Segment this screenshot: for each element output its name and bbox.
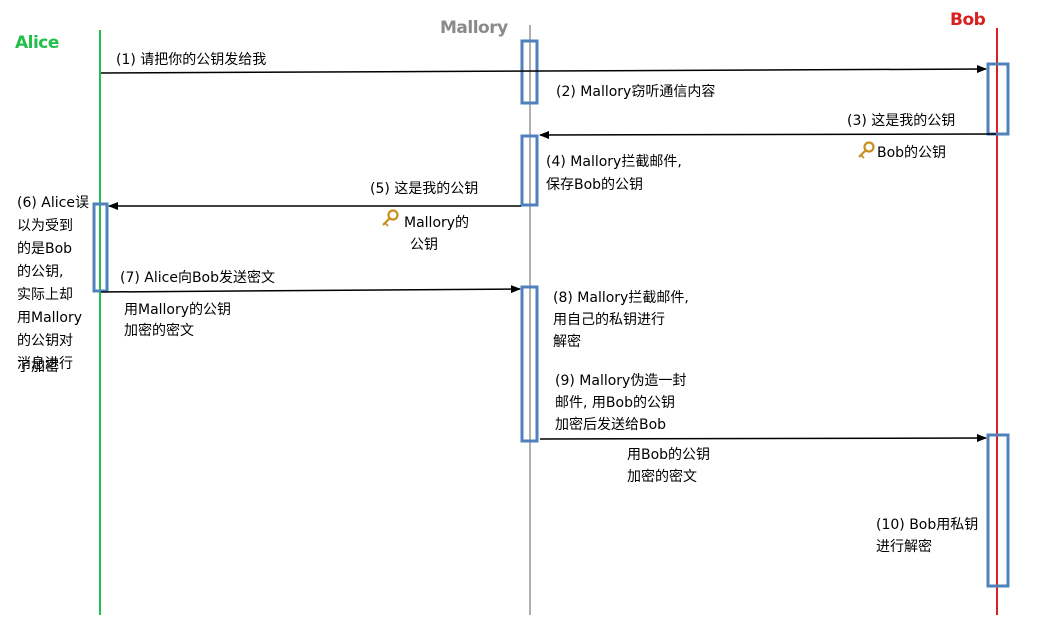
actor-alice-title: Alice — [15, 33, 59, 53]
label-msg-6-line-1: (6) Alice误 — [17, 195, 89, 211]
label-msg-6-line-6: 用Mallory — [17, 310, 82, 326]
label-msg-6-line-3: 的是Bob — [17, 241, 72, 257]
label-msg-1: (1) 请把你的公钥发给我 — [116, 52, 266, 68]
label-msg-9-line-2: 邮件, 用Bob的公钥 — [555, 395, 675, 411]
label-msg-3: (3) 这是我的公钥 — [847, 112, 955, 129]
label-msg-8-line-1: (8) Mallory拦截邮件, — [553, 290, 689, 306]
activation-alice — [92, 202, 109, 293]
actor-mallory-title: Mallory — [440, 18, 508, 38]
label-msg-9-line-1: (9) Mallory伪造一封 — [555, 373, 686, 389]
label-msg-2: (2) Mallory窃听通信内容 — [556, 83, 715, 100]
key-icon — [382, 209, 399, 227]
activation-bob-2 — [986, 433, 1010, 588]
label-bob-public-key: Bob的公钥 — [877, 145, 946, 161]
label-msg-6-line-7: 的公钥对 — [17, 333, 73, 349]
label-msg-9-line-3: 加密后发送给Bob — [555, 416, 666, 433]
label-msg-8-line-3: 解密 — [553, 333, 581, 350]
actor-bob-title: Bob — [950, 10, 986, 30]
label-mallory-public-key-line-1: Mallory的 — [404, 215, 469, 231]
activation-bob-1 — [986, 62, 1010, 136]
key-icon — [858, 141, 875, 159]
label-msg-4-line-1: (4) Mallory拦截邮件, — [546, 154, 682, 170]
label-msg-7: (7) Alice向Bob发送密文 — [120, 269, 275, 286]
label-msg-6-line-2: 以为受到 — [17, 218, 73, 234]
label-msg-7-sub-line-2: 加密的密文 — [124, 322, 194, 339]
activation-mallory-2 — [520, 134, 539, 207]
label-msg-8-line-2: 用自己的私钥进行 — [553, 312, 665, 328]
activation-mallory-3 — [520, 285, 539, 443]
arrow-msg-7 — [100, 285, 521, 294]
arrow-msg-3 — [539, 130, 997, 139]
activation-mallory-1 — [520, 39, 539, 105]
label-msg-10-line-2: 进行解密 — [876, 538, 932, 555]
arrow-msg-9 — [539, 434, 987, 443]
label-msg-6-line-9: 了加密 — [17, 358, 59, 375]
label-msg-10-line-1: (10) Bob用私钥 — [876, 517, 978, 533]
arrow-msg-1 — [100, 65, 987, 74]
label-mallory-public-key-line-2: 公钥 — [410, 237, 438, 253]
label-msg-7-sub-line-1: 用Mallory的公钥 — [124, 302, 231, 318]
label-msg-9-sub-line-2: 加密的密文 — [627, 468, 697, 485]
label-msg-4-line-2: 保存Bob的公钥 — [546, 177, 643, 193]
label-msg-6-line-8: 消息进行 — [17, 355, 73, 372]
label-msg-9-sub-line-1: 用Bob的公钥 — [627, 447, 710, 463]
label-msg-6-line-5: 实际上却 — [17, 287, 73, 303]
label-msg-5: (5) 这是我的公钥 — [370, 180, 478, 197]
label-msg-6-line-4: 的公钥, — [17, 264, 63, 280]
